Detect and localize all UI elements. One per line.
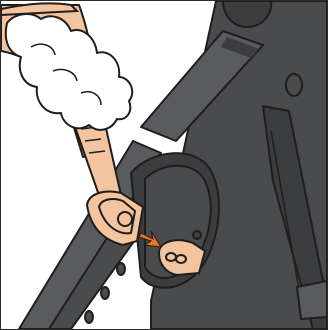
leg-hole-3 — [85, 311, 93, 323]
frame-hole — [286, 74, 302, 96]
bracket-screw — [118, 212, 132, 226]
hinge-rivet — [193, 231, 201, 239]
release-button-hole-2 — [176, 255, 186, 263]
leg-hole-1 — [117, 263, 125, 275]
release-button-icon — [159, 240, 205, 275]
release-button-hole-1 — [166, 253, 176, 261]
frame-lower-plate — [297, 281, 327, 319]
leg-hole-2 — [101, 287, 109, 299]
